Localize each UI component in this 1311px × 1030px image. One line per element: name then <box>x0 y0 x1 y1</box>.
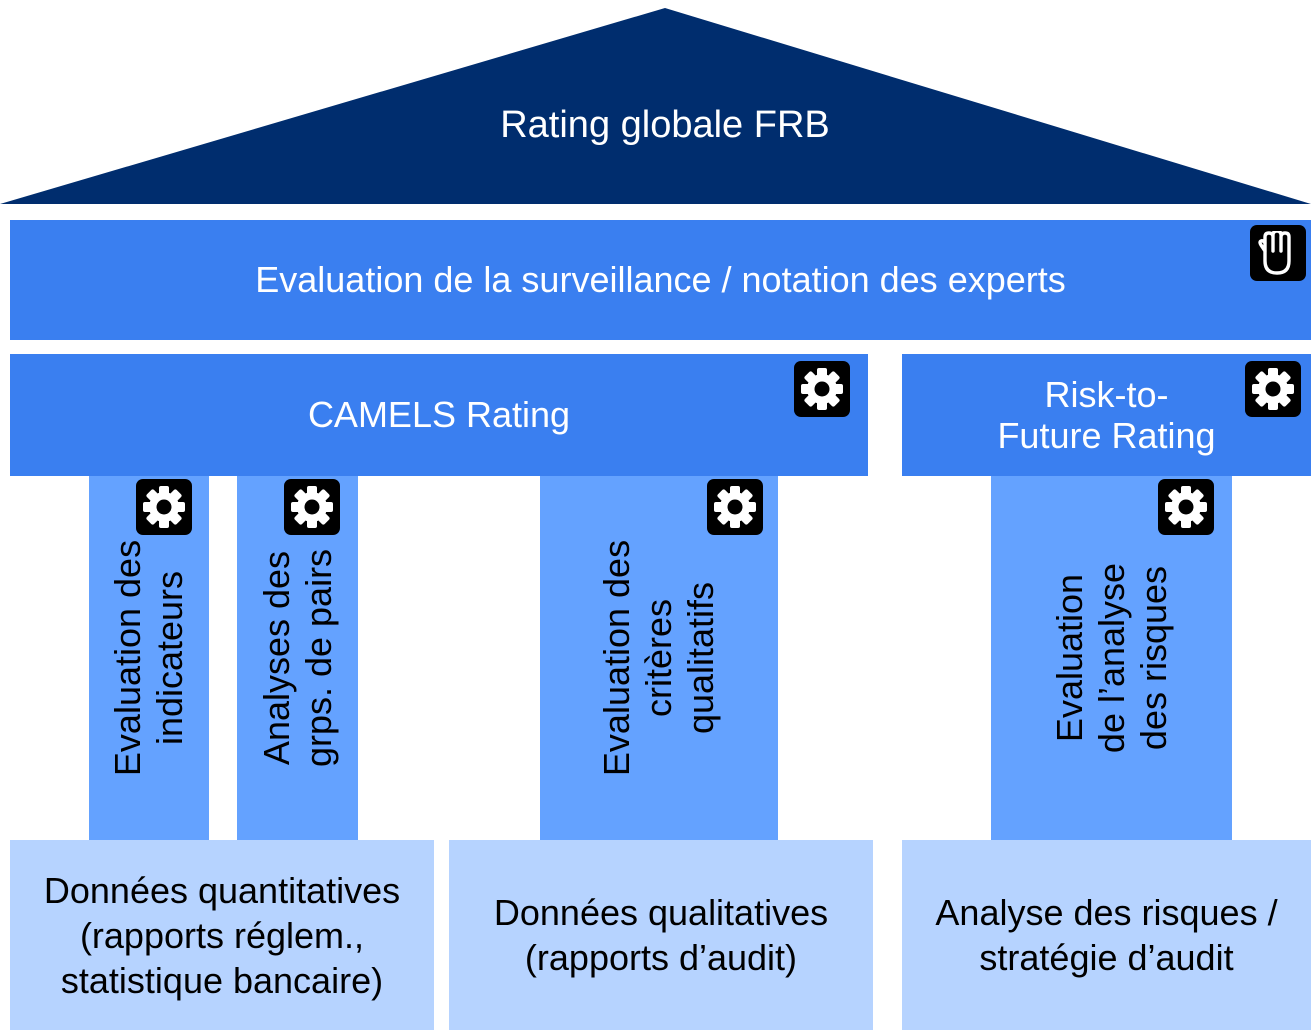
base-quantitative-data: Données quantitatives (rapports réglem.,… <box>10 840 434 1030</box>
hand-icon <box>1250 225 1306 281</box>
gear-icon <box>284 479 340 535</box>
gear-icon <box>136 479 192 535</box>
supervision-band-label: Evaluation de la surveillance / notation… <box>255 259 1066 301</box>
roof <box>0 8 1311 204</box>
pillar-indicators-label: Evaluation des indicateurs <box>106 539 190 777</box>
pillar-peer-groups-label: Analyses des grps. de pairs <box>255 548 339 768</box>
rtf-band: Risk-to- Future Rating <box>902 354 1311 476</box>
roof-title: Rating globale FRB <box>500 103 830 146</box>
camels-band: CAMELS Rating <box>10 354 868 476</box>
pillar-peer-groups: Analyses des grps. de pairs <box>237 476 358 840</box>
base-qualitative-data: Données qualitatives (rapports d’audit) <box>449 840 873 1030</box>
camels-band-label: CAMELS Rating <box>307 394 571 436</box>
gear-icon <box>1245 361 1301 417</box>
gear-icon <box>707 479 763 535</box>
gear-icon <box>1158 479 1214 535</box>
rtf-band-label: Risk-to- Future Rating <box>997 373 1216 456</box>
pillar-risk-analysis: Evaluation de l’analyse des risques <box>991 476 1232 840</box>
pillar-qualitative-criteria-label: Evaluation des critères qualitatifs <box>595 539 722 777</box>
pillar-risk-analysis-label: Evaluation de l’analyse des risques <box>1048 562 1174 754</box>
pillar-qualitative-criteria: Evaluation des critères qualitatifs <box>540 476 778 840</box>
supervision-band: Evaluation de la surveillance / notation… <box>10 220 1311 340</box>
gear-icon <box>794 361 850 417</box>
base-risk-analysis: Analyse des risques / stratégie d’audit <box>902 840 1311 1030</box>
pillar-indicators: Evaluation des indicateurs <box>89 476 209 840</box>
